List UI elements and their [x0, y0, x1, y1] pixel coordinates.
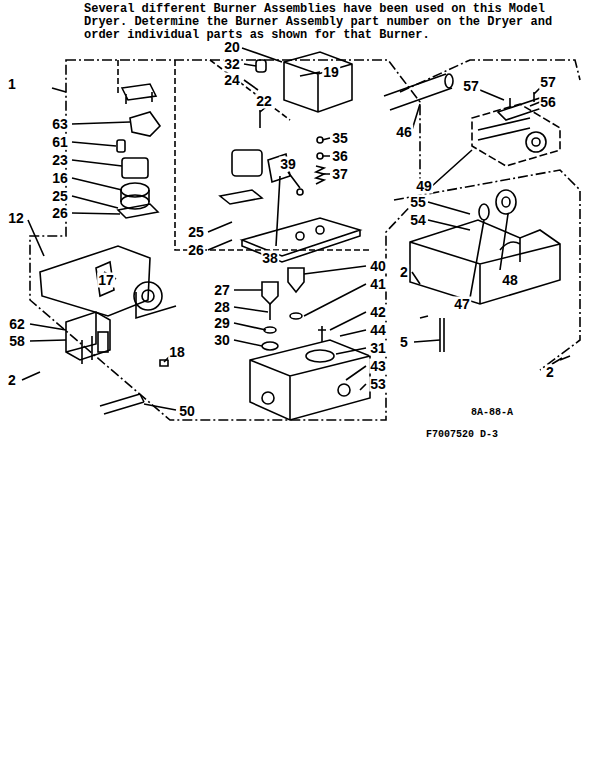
callout-number: 28 [213, 300, 231, 315]
callout-number: 35 [331, 131, 349, 146]
callout-number: 29 [213, 316, 231, 331]
callout-number: 63 [51, 117, 69, 132]
callout-number: 16 [51, 171, 69, 186]
callout-number: 57 [462, 79, 480, 94]
callout-number: 41 [369, 277, 387, 292]
callout-number: 38 [261, 251, 279, 266]
drawing-code: F7007520 D-3 [425, 427, 499, 442]
callout-number: 26 [187, 243, 205, 258]
callout-number: 56 [539, 95, 557, 110]
callout-number: 50 [178, 404, 196, 419]
callout-number: 42 [369, 305, 387, 320]
header-note: Several different Burner Assemblies have… [84, 3, 554, 42]
callout-number: 12 [7, 211, 25, 226]
callout-number: 2 [399, 265, 409, 280]
callout-number: 5 [399, 335, 409, 350]
callout-number: 25 [187, 225, 205, 240]
callout-number: 40 [369, 259, 387, 274]
drawing-code: 8A-88-A [470, 405, 514, 420]
callout-number: 18 [168, 345, 186, 360]
callout-number: 26 [51, 206, 69, 221]
callout-number: 20 [223, 40, 241, 55]
callout-number: 37 [331, 167, 349, 182]
callout-number: 55 [409, 195, 427, 210]
callout-number: 25 [51, 189, 69, 204]
callout-number: 17 [97, 273, 115, 288]
callout-number: 46 [395, 125, 413, 140]
callout-number: 27 [213, 283, 231, 298]
callout-number: 36 [331, 149, 349, 164]
callout-number: 2 [7, 373, 17, 388]
callout-number: 23 [51, 153, 69, 168]
callout-number: 39 [279, 157, 297, 172]
callout-number: 47 [453, 297, 471, 312]
callout-number: 57 [539, 75, 557, 90]
callout-number: 54 [409, 213, 427, 228]
callout-number: 43 [369, 359, 387, 374]
callout-number: 19 [322, 65, 340, 80]
callout-number: 58 [8, 334, 26, 349]
callout-number: 49 [415, 179, 433, 194]
callout-number: 1 [7, 77, 17, 92]
callout-number: 44 [369, 323, 387, 338]
callout-number: 22 [255, 94, 273, 109]
callout-number: 30 [213, 333, 231, 348]
callout-number: 24 [223, 73, 241, 88]
callout-number: 32 [223, 57, 241, 72]
callout-number: 62 [8, 317, 26, 332]
callout-number: 31 [369, 341, 387, 356]
callout-number: 53 [369, 377, 387, 392]
callout-number: 48 [501, 273, 519, 288]
callout-number: 61 [51, 135, 69, 150]
callout-number: 2 [545, 365, 555, 380]
